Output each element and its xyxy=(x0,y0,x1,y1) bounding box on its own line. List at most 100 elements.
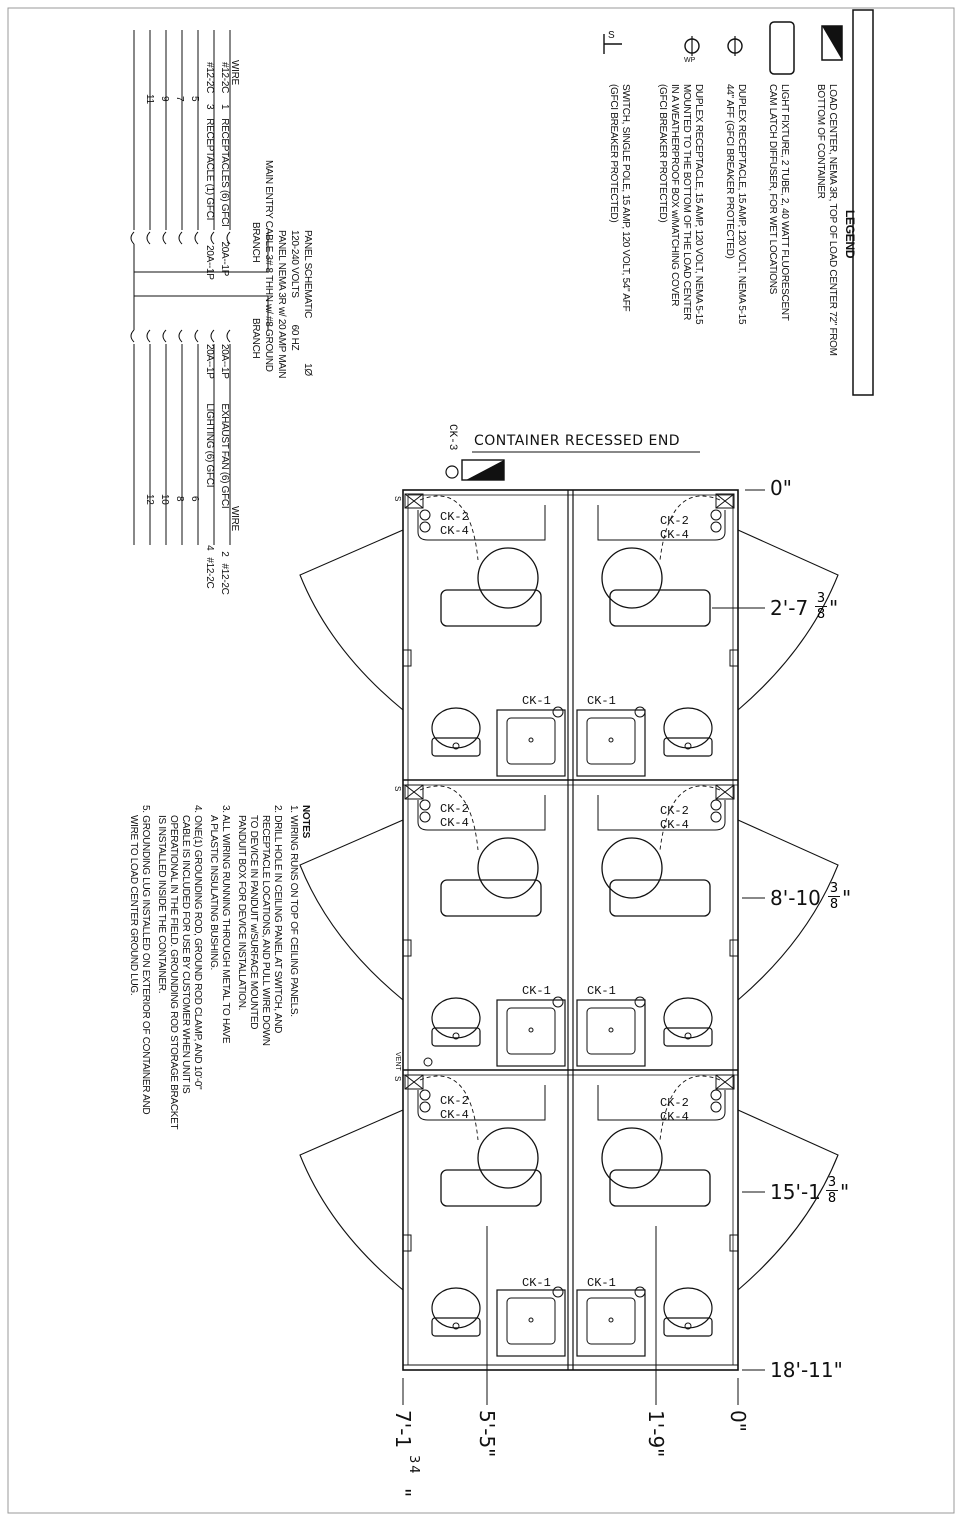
circuit-row-left: #12-2C 3 RECEPTACLE (1) GFCI 20A--1P xyxy=(204,62,215,280)
notes-title: NOTES xyxy=(300,805,311,838)
toilet xyxy=(431,707,713,1337)
panel-wire-left: WIRE xyxy=(229,60,240,85)
frac-den: 8 xyxy=(816,607,826,622)
legend-line: IN A WEATHERPROOF BOX w/MATCHING COVER xyxy=(669,84,680,307)
circuit-load: RECEPTACLES (6) GFCI xyxy=(219,118,230,227)
legend-line: MOUNTED TO THE BOTTOM OF THE LOAD CENTER xyxy=(681,84,692,320)
frac-den: 8 xyxy=(829,897,839,912)
ck-label: CK-1 xyxy=(587,1276,616,1290)
legend-item-switch: SWITCH, SINGLE POLE, 15 AMP, 120 VOLT, 5… xyxy=(607,84,631,311)
ck-label: CK-1 xyxy=(587,694,616,708)
panel-wire-right: WIRE xyxy=(229,506,240,531)
duplex-receptacle-icon xyxy=(727,36,743,56)
circuit-wire: #12-2C xyxy=(219,563,230,595)
circuit-number: 7 xyxy=(174,96,185,102)
circuit-number: 10 xyxy=(159,494,170,505)
ck-label: CK-4 xyxy=(440,1108,469,1122)
light-fixture-circle xyxy=(477,547,539,609)
dim-quote: " xyxy=(842,886,852,910)
circuit-number: 3 xyxy=(204,103,215,110)
note-line: RECEPTACLE LOCATIONS, AND PULL WIRE DOWN xyxy=(260,815,271,1046)
frac-num: 3 xyxy=(406,1455,421,1464)
switch-label: S xyxy=(393,786,402,792)
circuit-number: 6 xyxy=(189,496,200,502)
frac-den: 4 xyxy=(406,1465,421,1474)
dim-quote: " xyxy=(840,1180,850,1204)
circuit-breaker: 20A--1P xyxy=(204,344,215,379)
legend-line: 44" AFF (GFCI BREAKER PROTECTED) xyxy=(724,84,735,259)
ck-label: CK-2 xyxy=(440,1094,469,1108)
panel-schematic xyxy=(130,30,269,545)
note-line: 1. WIRING RUNS ON TOP OF CEILING PANELS. xyxy=(288,805,299,1017)
circuit-number: 9 xyxy=(159,96,170,102)
ck3-label: CK-3 xyxy=(446,424,458,451)
circuit-number: 12 xyxy=(144,494,155,505)
note-line: 2. DRILL HOLE IN CEILING PANEL AT SWITCH… xyxy=(272,805,283,1034)
circuit-load: LIGHTING (6) GFCI xyxy=(204,403,215,488)
note-line: 3. ALL WIRING RUNNING THROUGH METAL TO H… xyxy=(220,805,231,1044)
frac-den: 8 xyxy=(827,1191,837,1206)
wp-receptacle-icon: WP xyxy=(684,36,700,64)
ck-label: CK-4 xyxy=(660,818,689,832)
load-center-icon xyxy=(821,25,843,61)
dim-right-0: 0" xyxy=(770,476,792,500)
ck-label: CK-2 xyxy=(660,1096,689,1110)
ck-label: CK-1 xyxy=(522,1276,551,1290)
dim-right-2: 8'-10 xyxy=(770,886,821,910)
legend-item-light-fixture: LIGHT FIXTURE, 2 TUBE, 2, 40 WATT FLUORE… xyxy=(766,84,790,321)
container-outline xyxy=(402,489,739,1371)
legend-line: SWITCH, SINGLE POLE, 15 AMP, 120 VOLT, 5… xyxy=(620,84,631,312)
circuit-number: 11 xyxy=(144,94,155,104)
plan-heading: CONTAINER RECESSED END xyxy=(474,433,681,449)
svg-text:WP: WP xyxy=(684,57,696,64)
legend-box: WP S xyxy=(603,9,874,396)
switch-icon: S xyxy=(603,30,622,54)
legend-item-load-center: LOAD CENTER, NEMA 3R, TOP OF LOAD CENTER… xyxy=(814,84,838,356)
panel-title-text: PANEL SCHEMATIC xyxy=(302,230,313,319)
legend-line: LOAD CENTER, NEMA 3R, TOP OF LOAD CENTER… xyxy=(827,84,838,356)
dim-quote: " xyxy=(829,596,839,620)
panel-branch-right: BRANCH xyxy=(250,318,261,359)
circuit-number: 5 xyxy=(189,96,200,102)
dim-bottom-2: 5'-5" xyxy=(475,1410,499,1458)
dim-bottom-1: 1'-9" xyxy=(644,1410,668,1458)
circuit-number: 4 xyxy=(204,545,215,551)
notes-block: NOTES 1. WIRING RUNS ON TOP OF CEILING P… xyxy=(127,805,311,1129)
circuit-number: 1 xyxy=(219,103,230,110)
dim-bottom-3-frac: 34 xyxy=(406,1455,421,1474)
legend-line: DUPLEX RECEPTACLE, 15 AMP, 120 VOLT, NEM… xyxy=(736,84,747,325)
circuit-number: 2 xyxy=(219,551,230,557)
svg-text:S: S xyxy=(608,30,615,41)
dim-bottom-0: 0" xyxy=(726,1410,750,1432)
ck-label: CK-4 xyxy=(660,1110,689,1124)
ck-label: CK-2 xyxy=(660,804,689,818)
frac-num: 3 xyxy=(827,1175,837,1190)
legend-title-box xyxy=(852,9,874,396)
circuit-wire: #12-2C xyxy=(204,62,215,93)
panel-voltage-line: 120-240 VOLTS 60 HZ xyxy=(289,230,300,350)
panel-hz: 60 HZ xyxy=(289,324,300,351)
sheet-border xyxy=(7,7,955,1514)
circuit-breaker: 20A--1P xyxy=(219,344,230,379)
frac-num: 3 xyxy=(829,881,839,896)
note-line: IS INSTALLED INSIDE THE CONTAINER. xyxy=(156,815,167,994)
legend-line: CAM LATCH DIFFUSER, FOR WET LOCATIONS xyxy=(767,84,778,295)
ck-label: CK-2 xyxy=(660,514,689,528)
panel-cable-line: MAIN ENTRY CABLE 3# 8 THHN w/ #8 GROUND xyxy=(263,160,274,372)
note-line: TO DEVICE IN PANDUIT w/SURFACE MOUNTED xyxy=(248,815,259,1030)
panel-voltage: 120-240 VOLTS xyxy=(289,230,300,298)
note-line: OPERATIONAL IN THE FIELD. GROUNDING ROD … xyxy=(168,815,179,1130)
ck-label: CK-4 xyxy=(440,816,469,830)
legend-line: (GFCI BREAKER PROTECTED) xyxy=(657,84,668,223)
circuit-row-right: 20A--1P EXHAUST FAN (6) GFCI 2 #12-2C xyxy=(219,344,230,595)
circuit-wire: #12-2C xyxy=(219,62,230,93)
legend-line: DUPLEX RECEPTACLE, 15 AMP, 120 VOLT, NEM… xyxy=(693,84,704,325)
legend-line: (GFCI BREAKER PROTECTED) xyxy=(608,84,619,223)
circuit-breaker: 20A--1P xyxy=(219,241,230,277)
vent-label: VENT xyxy=(394,1052,401,1071)
ck-label: CK-4 xyxy=(440,524,469,538)
dim-right-4: 18'-11" xyxy=(770,1358,843,1382)
